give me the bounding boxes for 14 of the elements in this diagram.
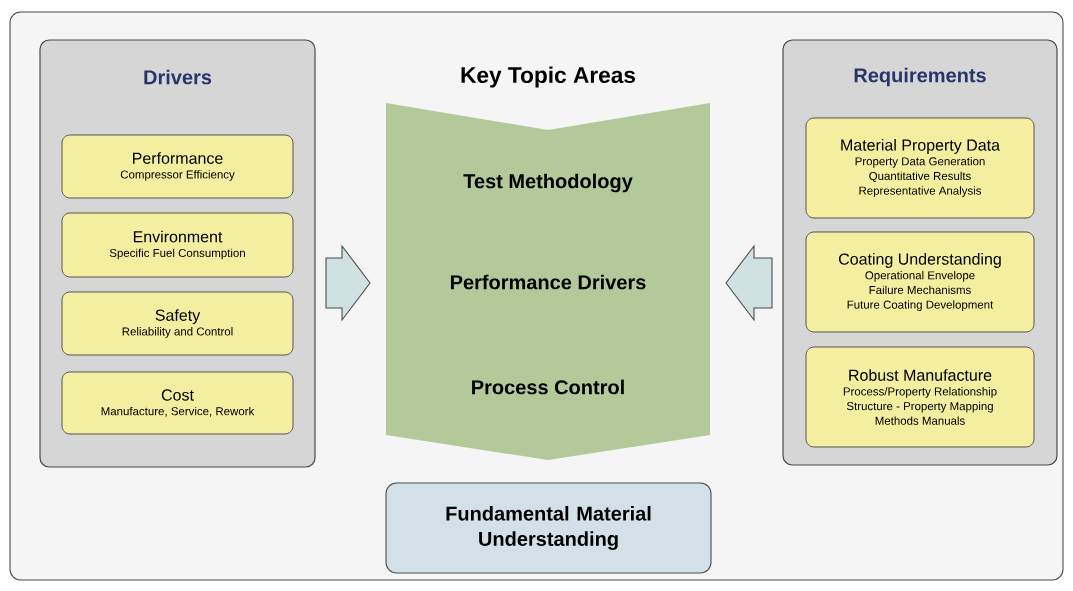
item-box: Performance Compressor Efficiency bbox=[61, 134, 294, 199]
block-arrow bbox=[725, 244, 773, 322]
item-box: Environment Specific Fuel Consumption bbox=[61, 212, 294, 278]
heading: Key Topic Areas bbox=[461, 66, 635, 88]
node-label: Test Methodology bbox=[463, 173, 633, 193]
foundation-box: Fundamental Material Understanding bbox=[385, 482, 712, 574]
node-label: Process Control bbox=[472, 379, 624, 395]
item-box: Material Property Data Property Data Generation Quantitative Results Representative Analysis bbox=[805, 117, 1035, 219]
item-box: Safety Reliability and Control bbox=[61, 291, 294, 356]
item-box: Coating Understanding Operational Envelope Failure Mechanisms Future Coating Development bbox=[805, 231, 1035, 333]
node-label: Performance Drivers bbox=[450, 274, 646, 290]
item-box: Robust Manufacture Process/Property Relationship Structure - Property Mapping Methods Manuals bbox=[805, 346, 1035, 448]
block-arrow bbox=[325, 244, 371, 322]
item-box: Cost Manufacture, Service, Rework bbox=[61, 371, 294, 435]
